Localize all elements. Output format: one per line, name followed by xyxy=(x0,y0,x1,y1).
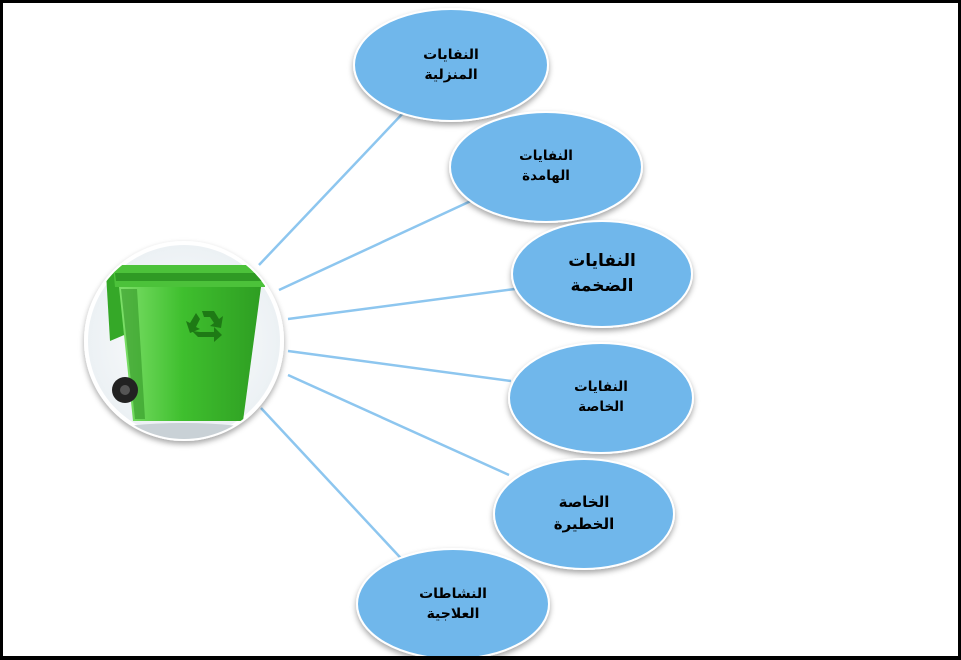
connector-medical xyxy=(260,407,411,569)
nodes xyxy=(353,8,694,656)
node-special xyxy=(508,342,694,454)
node-hazardous xyxy=(493,458,675,570)
connector-inert xyxy=(278,198,474,292)
bin-rim-inner xyxy=(115,273,265,281)
connectors xyxy=(258,110,516,569)
node-medical xyxy=(356,548,550,656)
connector-bulky xyxy=(287,287,516,321)
connector-household xyxy=(258,110,406,266)
node-household xyxy=(353,8,549,122)
recycle-icon xyxy=(186,311,223,342)
node-inert xyxy=(449,111,643,223)
bin-body xyxy=(119,287,261,421)
node-bulky xyxy=(511,220,693,328)
connector-special xyxy=(287,349,512,383)
center-bin-circle xyxy=(84,241,284,441)
bin-wheel-hub xyxy=(120,385,130,395)
bin-side xyxy=(121,289,145,419)
waste-types-diagram xyxy=(84,8,694,656)
connector-hazardous xyxy=(287,373,510,477)
